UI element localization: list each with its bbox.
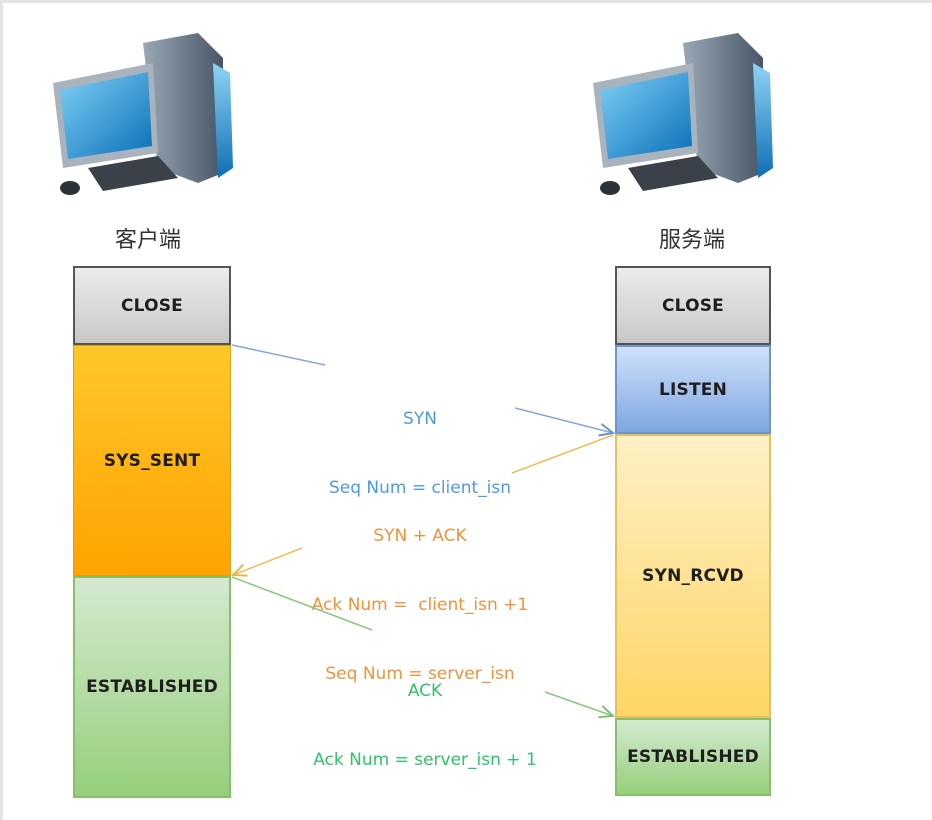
ack-message-line-1: ACK <box>407 681 443 701</box>
server-state-syn-rcvd: SYN_RCVD <box>615 434 771 718</box>
client-computer-icon <box>48 28 248 198</box>
synack-message-line-3: Seq Num = server_isn <box>325 664 515 684</box>
client-state-sys-sent: SYS_SENT <box>73 345 231 576</box>
server-label: 服务端 <box>658 228 725 253</box>
client-state-established: ESTABLISHED <box>73 576 231 798</box>
syn-message: SYN Seq Num = client_isn <box>290 362 550 523</box>
synack-message: SYN + ACK Ack Num = client_isn +1 Seq Nu… <box>290 479 550 709</box>
ack-message-line-2: Ack Num = server_isn + 1 <box>313 750 537 770</box>
server-state-close: CLOSE <box>615 266 771 345</box>
synack-arrow-line-a <box>511 434 614 474</box>
syn-arrow-line-b <box>514 407 613 433</box>
syn-arrow-line-a <box>231 344 326 366</box>
client-label: 客户端 <box>114 228 181 253</box>
syn-message-line-1: SYN <box>403 409 437 429</box>
syn-message-line-2: Seq Num = client_isn <box>328 478 512 498</box>
synack-message-line-2: Ack Num = client_isn +1 <box>311 595 529 615</box>
server-state-established: ESTABLISHED <box>615 718 771 796</box>
client-state-close: CLOSE <box>73 266 231 345</box>
ack-message: ACK Ack Num = server_isn + 1 <box>295 634 555 795</box>
synack-arrow-line-b <box>233 547 303 575</box>
synack-message-line-1: SYN + ACK <box>373 526 467 546</box>
server-computer-icon <box>588 28 788 198</box>
server-state-listen: LISTEN <box>615 345 771 434</box>
ack-arrow-line-b <box>544 691 613 716</box>
ack-arrow-line-a <box>231 576 373 631</box>
